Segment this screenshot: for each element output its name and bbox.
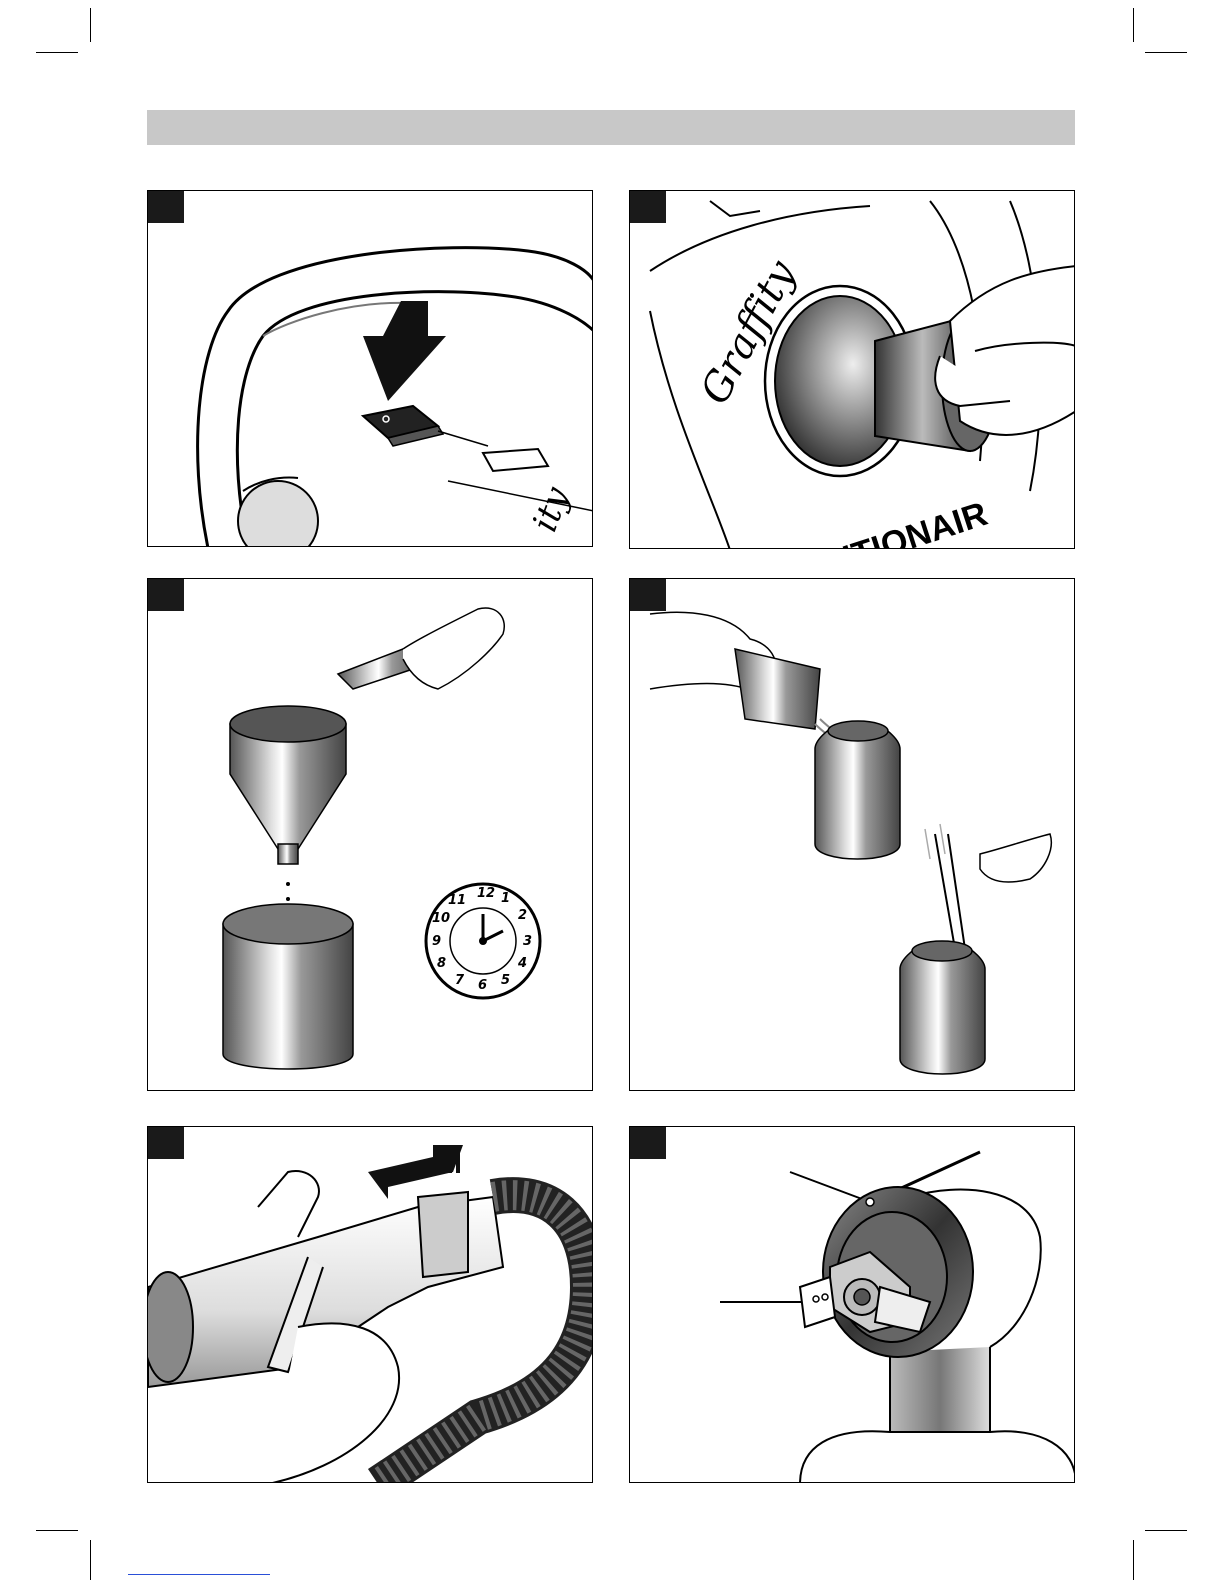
figure-panel-2: Graffity UTIONAIR: [629, 190, 1075, 549]
figure-panel-5: [147, 1126, 593, 1483]
figure-panel-1: ity: [147, 190, 593, 547]
mix-paint-illustration: [630, 579, 1075, 1091]
crop-mark: [1133, 8, 1134, 42]
crop-mark: [1145, 52, 1187, 53]
clock-number: 4: [517, 956, 527, 971]
model-fragment: UTIONAIR: [824, 495, 992, 549]
figure-panel-4: [629, 578, 1075, 1091]
crop-mark: [1145, 1530, 1187, 1531]
figure-panel-6: [629, 1126, 1075, 1483]
hose-connection-illustration: Graffity UTIONAIR: [630, 191, 1075, 549]
footer-link-underline: [128, 1573, 270, 1575]
clock-number: 3: [523, 934, 532, 949]
clock-number: 8: [437, 956, 446, 971]
clock-icon: 12 1 2 3 4 5 6 7 8 9 10 11: [426, 884, 540, 998]
clock-number: 5: [501, 973, 510, 988]
crop-mark: [36, 52, 78, 53]
clock-number: 10: [432, 911, 450, 926]
clock-number: 2: [518, 908, 527, 923]
clock-number: 7: [455, 973, 465, 988]
brand-fragment: ity: [525, 481, 578, 537]
nozzle-illustration: [630, 1127, 1075, 1483]
figure-panel-3: 12 1 2 3 4 5 6 7 8 9 10 11: [147, 578, 593, 1091]
crop-mark: [90, 1540, 91, 1580]
viscosity-test-illustration: 12 1 2 3 4 5 6 7 8 9 10 11: [148, 579, 593, 1091]
clock-number: 9: [432, 934, 441, 949]
clock-number: 12: [477, 886, 495, 901]
crop-mark: [1133, 1540, 1134, 1580]
crop-mark: [90, 8, 91, 42]
clock-number: 1: [501, 891, 510, 906]
gun-hose-illustration: [148, 1127, 593, 1483]
crop-mark: [36, 1530, 78, 1531]
clock-number: 11: [448, 893, 466, 908]
clock-number: 6: [478, 978, 487, 993]
power-switch-illustration: ity: [148, 191, 593, 547]
header-band: [147, 110, 1075, 145]
